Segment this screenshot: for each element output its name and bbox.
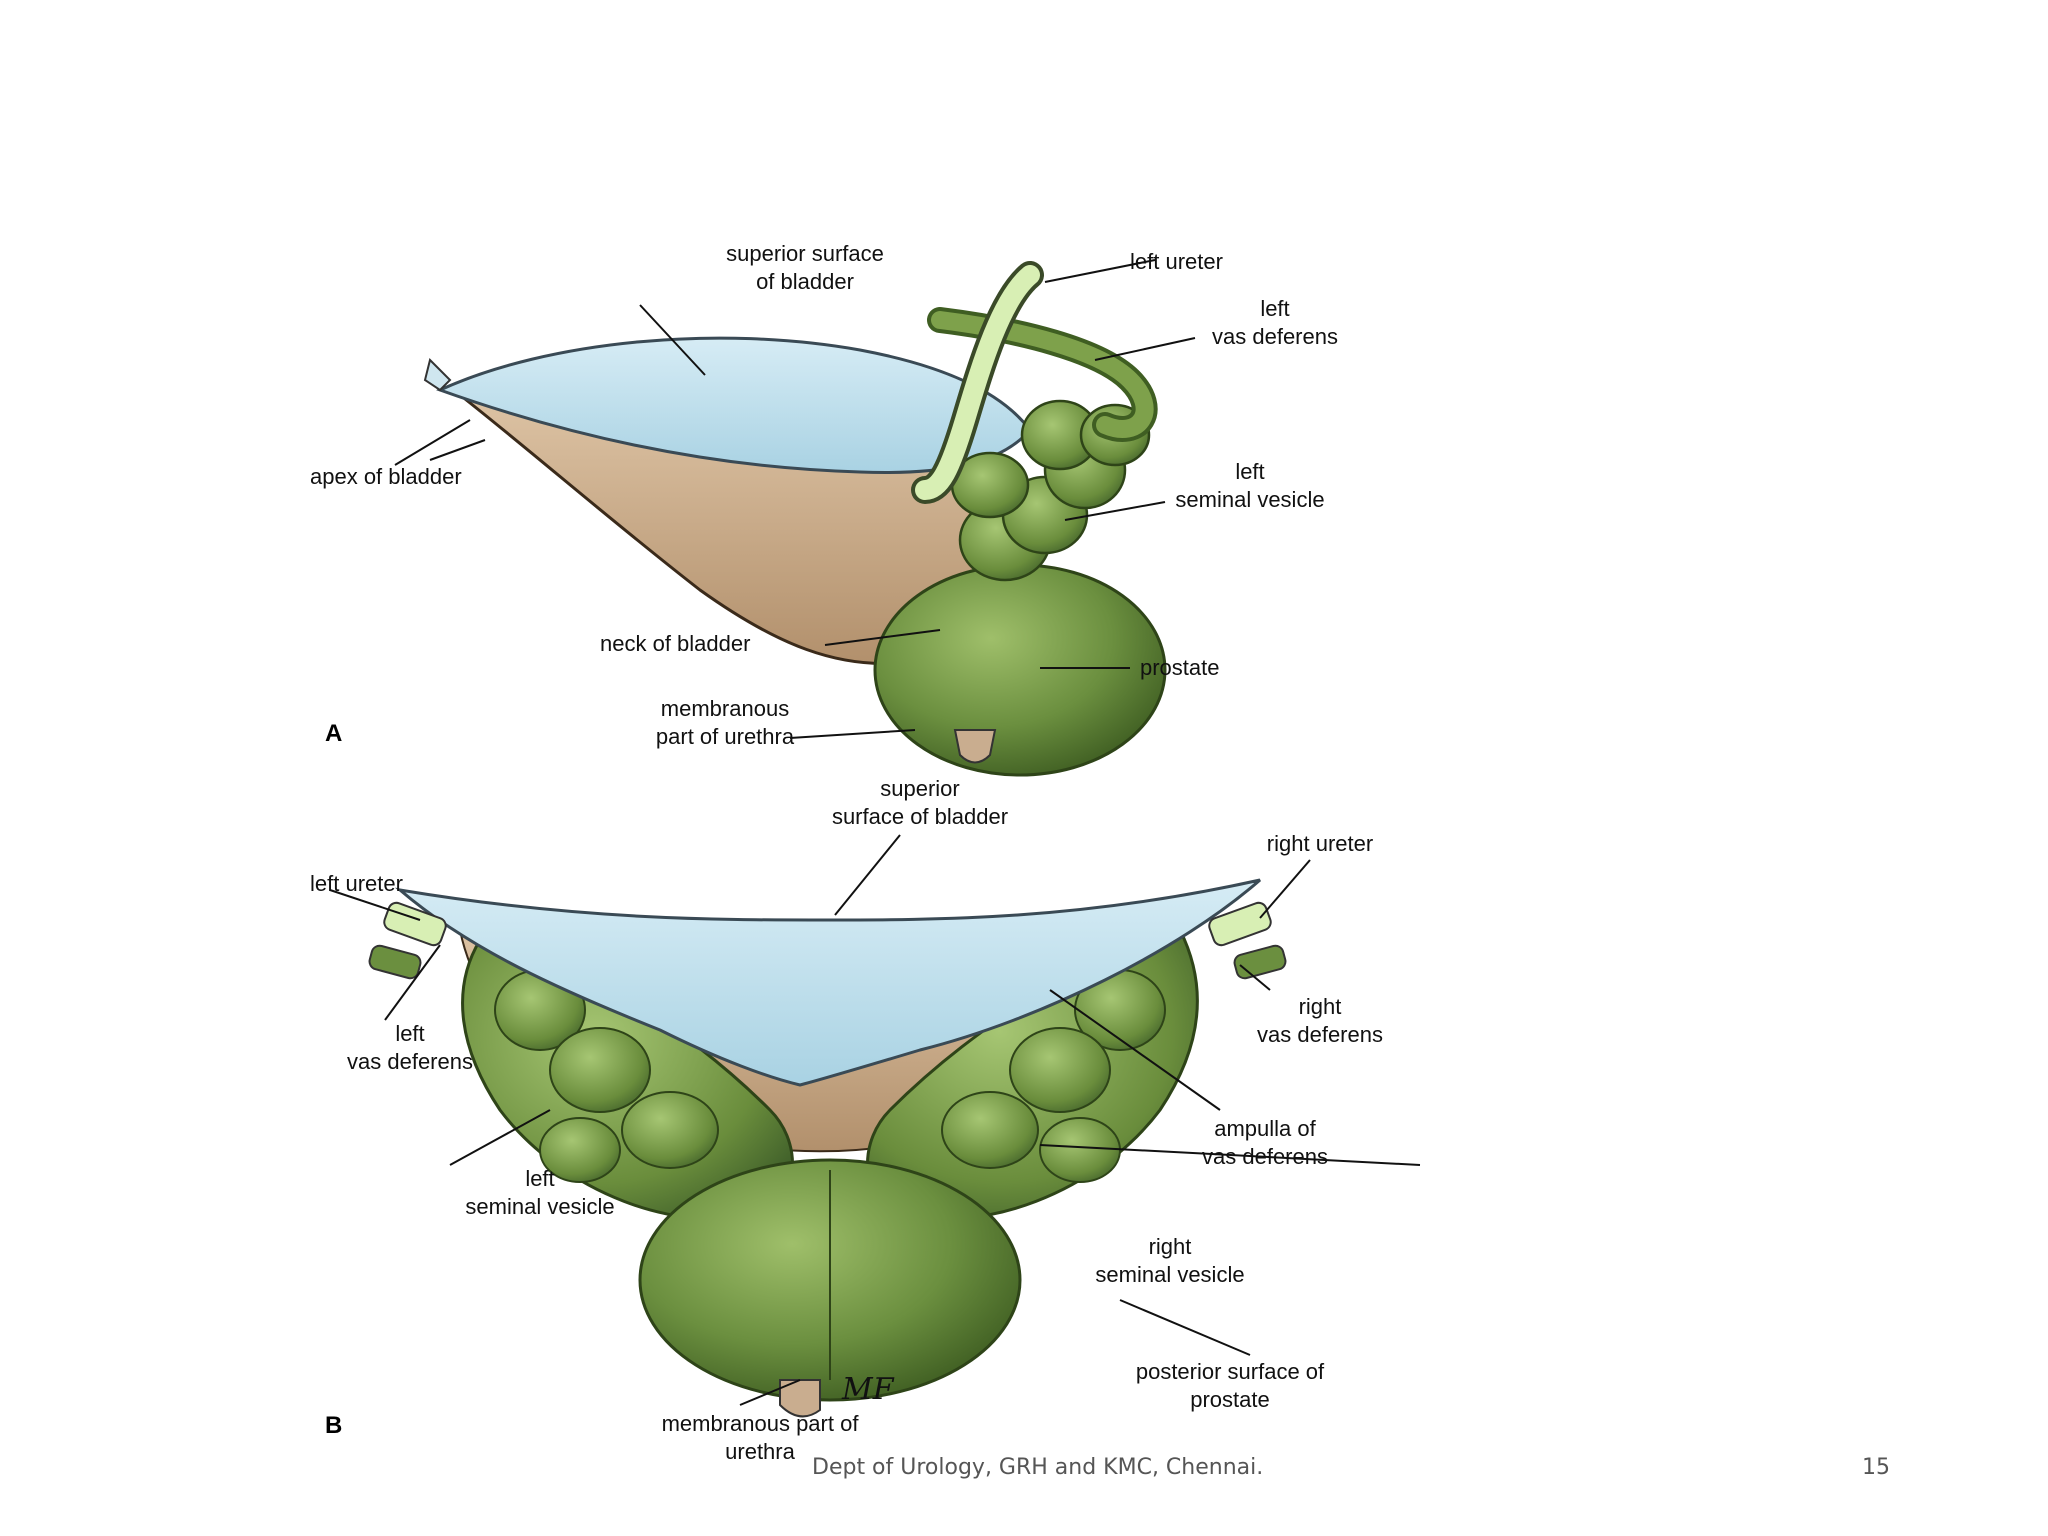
label-membranous-urethra-a: membranous part of urethra (655, 696, 795, 749)
label-left-vas-deferens-b: left vas deferens (347, 1021, 473, 1074)
label-membranous-urethra-b: membranous part of urethra (661, 1411, 859, 1464)
label-ampulla-b: ampulla of vas deferens (1202, 1116, 1328, 1169)
anatomy-figure: superior surface of bladder left ureter … (300, 230, 1760, 1495)
label-right-vas-deferens-b: right vas deferens (1257, 994, 1383, 1047)
bladder-superior-surface-b (394, 878, 1261, 1087)
figure-a-drawing (394, 259, 1196, 777)
label-posterior-prostate-b: posterior surface of prostate (1135, 1359, 1325, 1412)
panel-letter-a: A (325, 720, 343, 747)
page-number: 15 (1862, 1455, 1890, 1480)
label-prostate-a: prostate (1140, 655, 1220, 680)
label-neck-a: neck of bladder (600, 631, 751, 656)
label-apex-a: apex of bladder (310, 464, 462, 489)
label-left-vas-deferens-a: left vas deferens (1212, 296, 1338, 349)
artist-signature: MF (842, 1372, 894, 1407)
left-vas-end-b (368, 944, 422, 980)
figure-b-drawing (329, 834, 1421, 1418)
right-vas-end-b (1233, 944, 1287, 980)
leader-lines-a (394, 259, 1196, 739)
label-left-seminal-vesicle-b: left seminal vesicle (465, 1166, 615, 1219)
label-left-ureter-b: left ureter (310, 871, 403, 896)
right-ureter-b (1208, 901, 1272, 947)
label-superior-surface-a: superior surface of bladder (726, 241, 884, 294)
label-left-ureter-a: left ureter (1130, 249, 1223, 274)
leader-lines-b (329, 834, 1421, 1406)
bladder-apex-a (423, 358, 452, 392)
label-right-seminal-vesicle-b: right seminal vesicle (1095, 1234, 1245, 1287)
seminal-vesicle-a (950, 399, 1151, 582)
footer-text: Dept of Urology, GRH and KMC, Chennai. (812, 1455, 1264, 1480)
label-left-seminal-vesicle-a: left seminal vesicle (1175, 459, 1325, 512)
label-superior-surface-b: superior surface of bladder (831, 776, 1009, 829)
anatomy-illustration (329, 259, 1421, 1418)
label-right-ureter-b: right ureter (1266, 831, 1374, 856)
panel-letter-b: B (325, 1412, 343, 1439)
lobules-b (494, 969, 1166, 1183)
urethra-a (953, 729, 997, 764)
urethra-b (779, 1379, 821, 1418)
prostate-a (873, 563, 1167, 777)
